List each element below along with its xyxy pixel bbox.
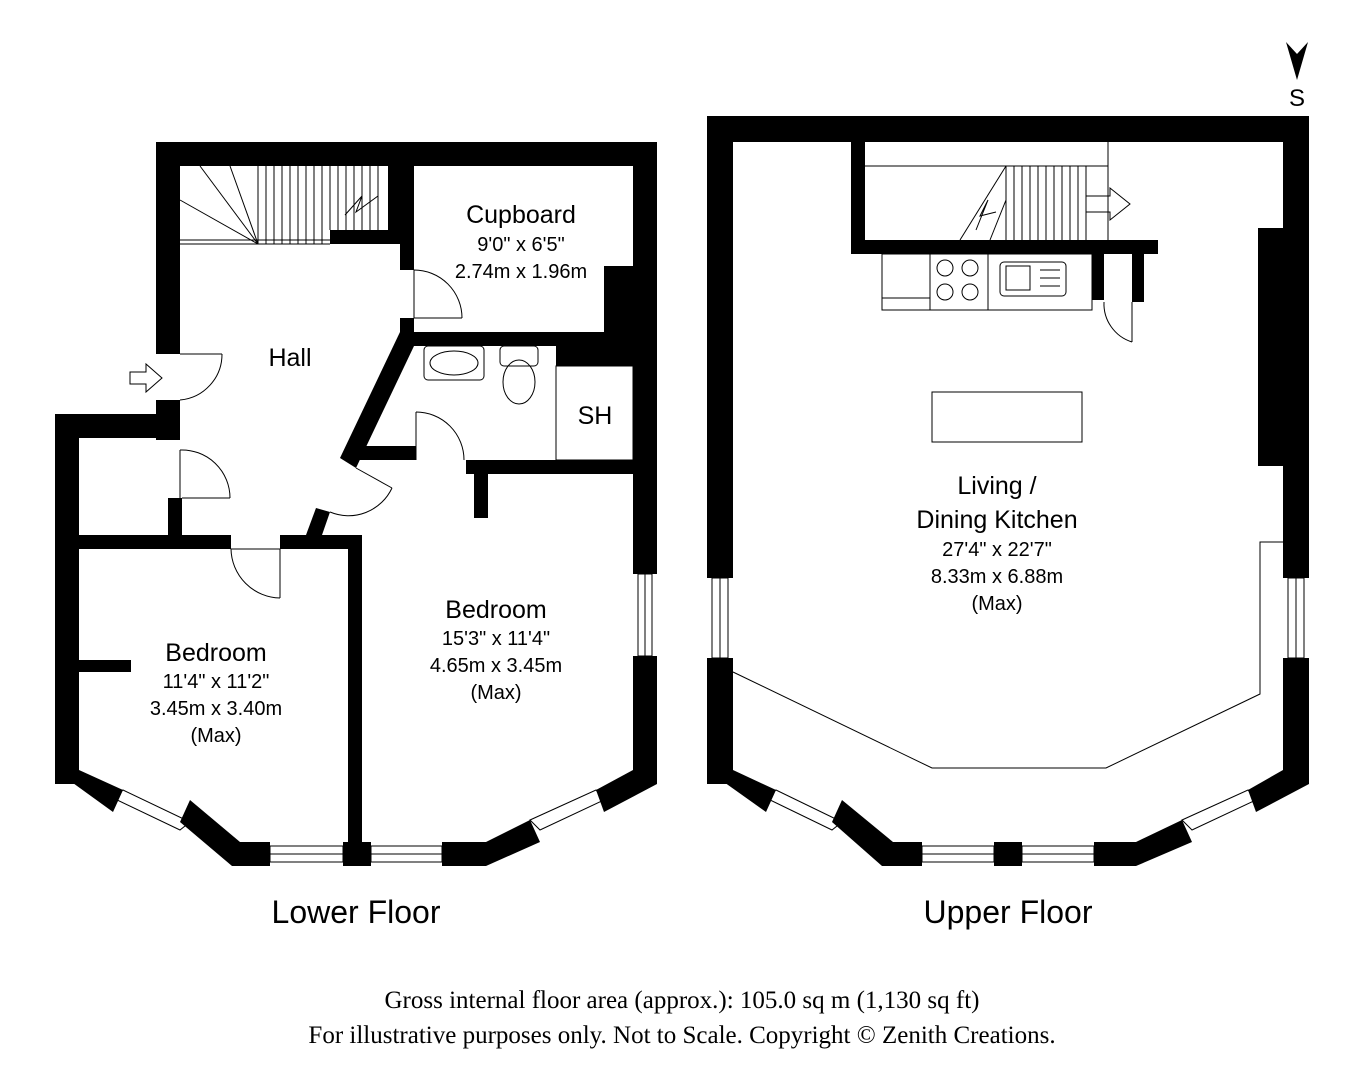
living-metric: 8.33m x 6.88m <box>931 566 1063 588</box>
bedroom-left-imperial: 11'4" x 11'2" <box>163 671 270 693</box>
upper-floor-plan: Living / Dining Kitchen 27'4" x 22'7" 8.… <box>707 116 1309 930</box>
bedroom-right-note: (Max) <box>470 682 521 704</box>
bedroom-left-name: Bedroom <box>165 639 266 667</box>
bedroom-right-imperial: 15'3" x 11'4" <box>442 628 550 650</box>
disclaimer-text: For illustrative purposes only. Not to S… <box>308 1022 1055 1049</box>
bedroom-right-name: Bedroom <box>445 596 546 624</box>
bedroom-left-metric: 3.45m x 3.40m <box>150 698 282 720</box>
bedroom-left-note: (Max) <box>190 725 241 747</box>
lower-floor-fixtures <box>112 165 653 863</box>
hall-name: Hall <box>268 344 311 372</box>
upper-floor-fixtures <box>711 142 1305 863</box>
bedroom-right-metric: 4.65m x 3.45m <box>430 655 562 677</box>
lower-floor-walls <box>55 142 657 866</box>
shower-room-name: SH <box>578 402 613 430</box>
upper-floor-title: Upper Floor <box>924 894 1093 930</box>
cupboard-name: Cupboard <box>466 201 576 229</box>
cupboard-metric: 2.74m x 1.96m <box>455 261 587 283</box>
living-name-line1: Living / <box>957 472 1036 500</box>
lower-floor-plan: Cupboard 9'0" x 6'5" 2.74m x 1.96m Hall … <box>55 142 657 930</box>
compass-icon <box>1286 42 1308 80</box>
living-name-line2: Dining Kitchen <box>916 506 1077 534</box>
cupboard-imperial: 9'0" x 6'5" <box>477 234 564 256</box>
upper-floor-walls <box>707 116 1309 866</box>
living-note: (Max) <box>971 593 1022 615</box>
compass-label: S <box>1289 85 1305 112</box>
living-imperial: 27'4" x 22'7" <box>942 539 1052 561</box>
lower-floor-title: Lower Floor <box>272 894 441 930</box>
gross-area-text: Gross internal floor area (approx.): 105… <box>385 987 980 1014</box>
